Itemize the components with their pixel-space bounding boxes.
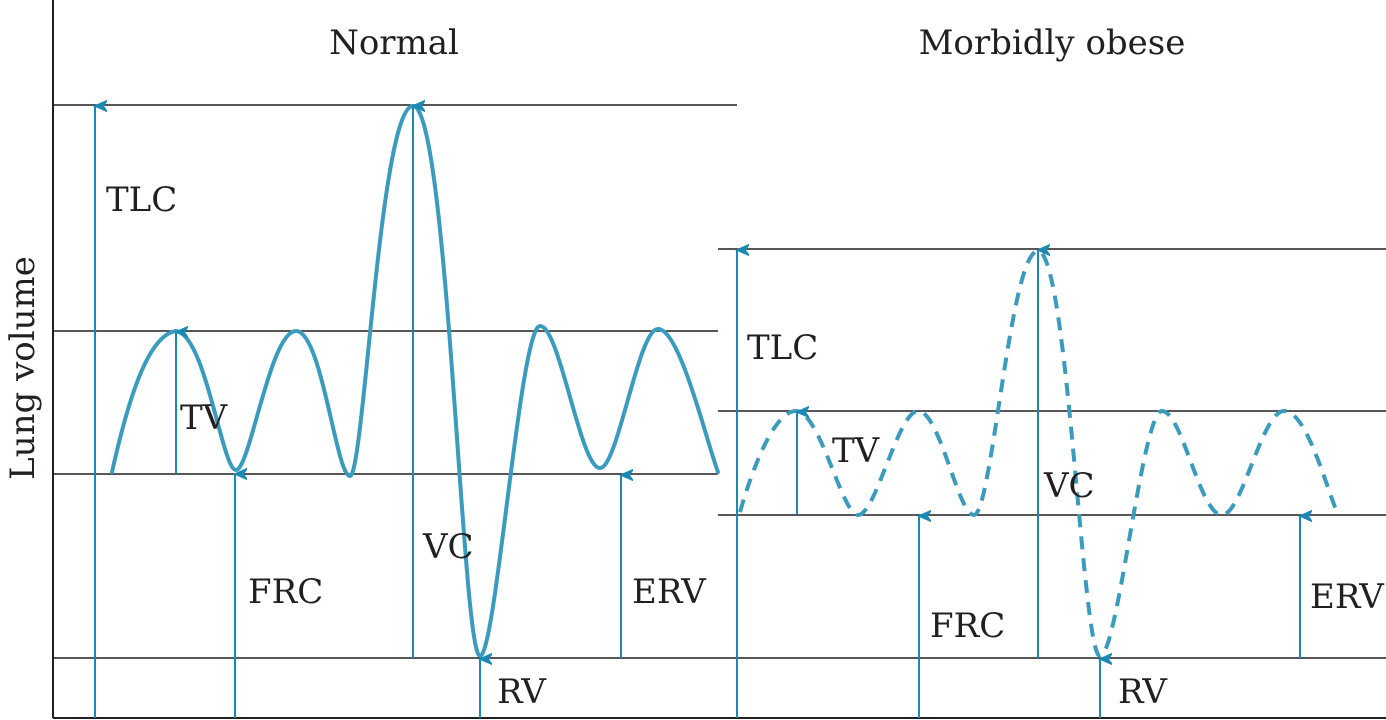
normal-vc-label: VC (422, 527, 474, 567)
y-axis-label: Lung volume (3, 256, 43, 480)
normal-frc-label: FRC (248, 572, 323, 612)
obese-vc-label: VC (1043, 466, 1095, 506)
obese-erv-label: ERV (1310, 577, 1385, 617)
normal-tv-label: TV (180, 398, 229, 438)
normal-title: Normal (329, 23, 459, 63)
normal-tlc-label: TLC (106, 180, 177, 220)
normal-breathing-curve (110, 103, 720, 659)
obese-title: Morbidly obese (919, 23, 1186, 63)
normal-erv-label: ERV (632, 572, 707, 612)
obese-rv-label: RV (1118, 672, 1168, 712)
normal-rv-label: RV (497, 672, 547, 712)
obese-breathing-curve (738, 248, 1340, 659)
obese-tv-label: TV (832, 431, 881, 471)
obese-frc-label: FRC (930, 606, 1005, 646)
obese-tlc-label: TLC (747, 328, 818, 368)
